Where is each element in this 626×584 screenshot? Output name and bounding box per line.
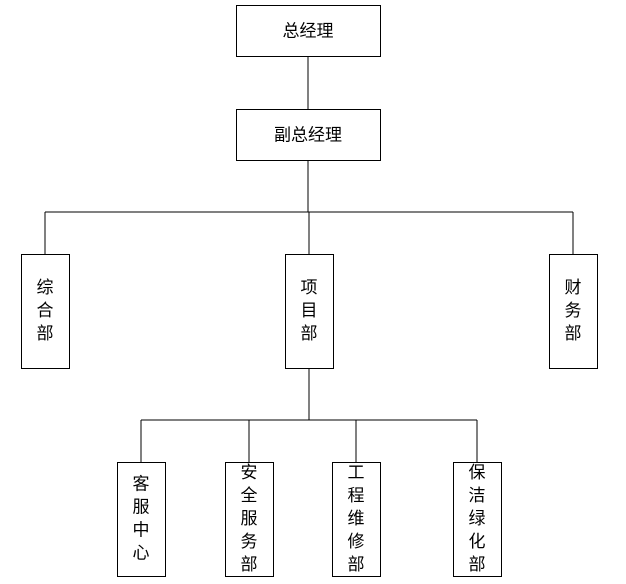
org-node-label: 财务部	[565, 278, 582, 344]
org-node-label: 总经理	[283, 22, 334, 42]
org-node-label: 安全服务部	[241, 463, 258, 575]
org-node-label: 综合部	[37, 278, 54, 344]
org-node-label: 项目部	[301, 278, 318, 344]
org-node-box	[549, 254, 598, 369]
org-chart-connectors	[44, 56, 574, 462]
org-node-label: 保洁绿化部	[469, 463, 486, 575]
org-node-box	[332, 462, 381, 577]
org-node-finance: 财务部	[549, 254, 598, 369]
org-node-box	[453, 462, 502, 577]
org-node-box	[117, 462, 166, 577]
org-node-box	[225, 462, 274, 577]
org-node-service: 客服中心	[117, 462, 166, 577]
org-node-gm: 总经理	[236, 5, 381, 57]
org-node-label: 客服中心	[133, 475, 150, 564]
org-node-project: 项目部	[285, 254, 334, 369]
org-node-label: 副总经理	[274, 126, 342, 146]
org-node-box	[21, 254, 70, 369]
org-node-engineering: 工程维修部	[332, 462, 381, 577]
org-node-dgm: 副总经理	[236, 109, 381, 161]
org-node-cleaning: 保洁绿化部	[453, 462, 502, 577]
org-node-general: 综合部	[21, 254, 70, 369]
org-node-label: 工程维修部	[348, 463, 365, 575]
org-node-box	[236, 109, 381, 161]
org-node-box	[285, 254, 334, 369]
org-node-security: 安全服务部	[225, 462, 274, 577]
org-node-box	[236, 5, 381, 57]
